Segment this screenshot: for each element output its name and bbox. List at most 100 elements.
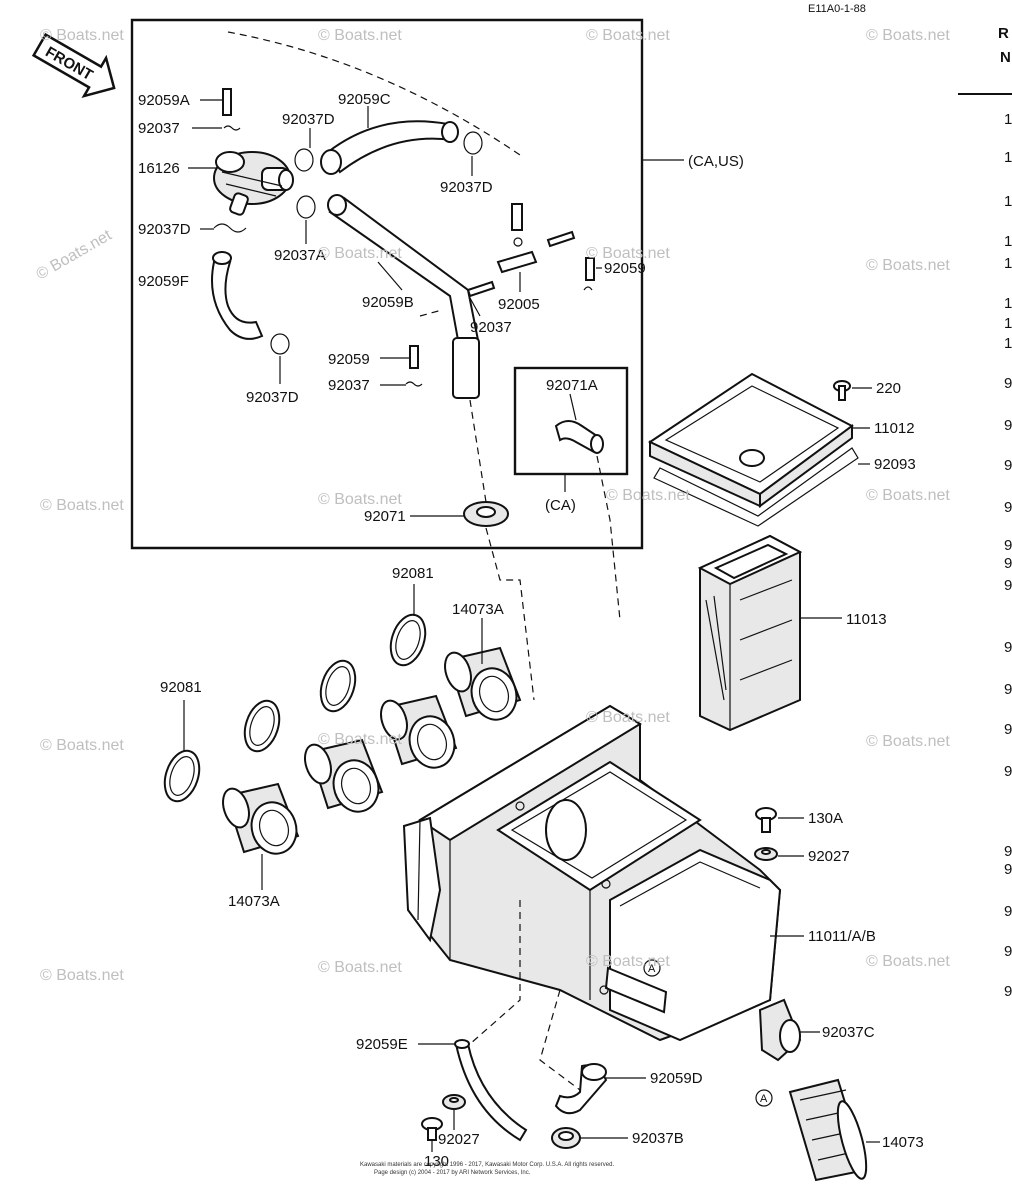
sub-variant-label: (CA) — [545, 497, 576, 514]
right-edge-fragment: 9 — [1004, 843, 1012, 860]
diagram-code: E11A0-1-88 — [808, 3, 866, 15]
washer-92027-right — [754, 847, 778, 861]
right-edge-fragment: 1 — [1004, 255, 1012, 272]
hose-92059C — [326, 120, 454, 174]
watermark-4: © Boats.net — [866, 27, 950, 44]
callout-92037-inner: 92037 — [470, 319, 512, 336]
pin-92059-right — [585, 257, 595, 281]
watermark-17: © Boats.net — [40, 967, 124, 984]
ring-92081-2 — [319, 659, 357, 713]
right-edge-fragment: 9 — [1004, 721, 1012, 738]
callout-130A: 130A — [808, 810, 843, 827]
callout-92071A: 92071A — [546, 377, 598, 394]
joint-92005 — [466, 203, 576, 298]
callout-14073A-bottom: 14073A — [228, 893, 280, 910]
pipe-92059B — [328, 196, 480, 341]
right-edge-fragment: 9 — [1004, 943, 1012, 960]
callout-92037D-right: 92037D — [440, 179, 493, 196]
ring-92081-left — [163, 749, 201, 803]
callout-92037-mid: 92037 — [328, 377, 370, 394]
watermark-18: © Boats.net — [318, 959, 402, 976]
callout-130: 130 — [424, 1153, 449, 1170]
routing-dashed-b — [485, 527, 535, 701]
callout-92059A: 92059A — [138, 92, 190, 109]
marker-a-housing — [643, 959, 661, 977]
callout-92071: 92071 — [364, 508, 406, 525]
right-edge-fragment: 9 — [1004, 499, 1012, 516]
bolt-220 — [833, 380, 851, 401]
footer-copyright: Kawasaki materials are copyright 1996 - … — [360, 1162, 614, 1168]
right-edge-fragment: 1 — [1004, 111, 1012, 128]
callout-92037-top: 92037 — [138, 120, 180, 137]
air-switching-valve — [213, 151, 294, 216]
watermarks: © Boats.net © Boats.net © Boats.net © Bo… — [34, 27, 951, 984]
callout-92059B: 92059B — [362, 294, 414, 311]
callout-92059F: 92059F — [138, 273, 189, 290]
ring-92081-3 — [243, 699, 281, 753]
footer-page-design: Page design (c) 2004 - 2017 by ARI Netwo… — [374, 1170, 531, 1176]
callout-92081-top: 92081 — [392, 565, 434, 582]
pin-92059A — [222, 88, 232, 116]
right-edge-fragment: 9 — [1004, 639, 1012, 656]
inset-box-ca-us — [130, 18, 644, 550]
callout-92059-mid: 92059 — [328, 351, 370, 368]
right-edge-fragment: 1 — [1004, 315, 1012, 332]
watermark-1: © Boats.net — [40, 27, 124, 44]
callout-11013: 11013 — [846, 611, 887, 628]
clip-92059-right — [583, 286, 593, 291]
watermark-20: © Boats.net — [866, 953, 950, 970]
right-edge-fragment: 9 — [1004, 417, 1012, 434]
right-edge-fragment: 1 — [1004, 335, 1012, 352]
callout-92059D: 92059D — [650, 1070, 703, 1087]
callout-14073A-top: 14073A — [452, 601, 504, 618]
watermark-2: © Boats.net — [318, 27, 402, 44]
watermark-16: © Boats.net — [866, 733, 950, 750]
callout-92027-bottom: 92027 — [438, 1131, 480, 1148]
edge-letter-r: R — [998, 25, 1009, 42]
gasket-92093 — [653, 447, 859, 527]
clamp-92037B — [551, 1127, 581, 1149]
callout-92059C: 92059C — [338, 91, 391, 108]
right-edge-fragment: 1 — [1004, 233, 1012, 250]
duct-14073A-3 — [304, 738, 384, 813]
pin-92059-mid — [409, 345, 419, 369]
watermark-9: © Boats.net — [40, 497, 124, 514]
watermark-10: © Boats.net — [318, 491, 402, 508]
routing-dashed-e — [469, 900, 521, 1045]
routing-dashed-a — [469, 399, 487, 503]
watermark-13: © Boats.net — [40, 737, 124, 754]
routing-dashed-top — [227, 31, 521, 156]
clip-92037A — [296, 195, 316, 219]
clip-92037D-left — [213, 223, 247, 233]
inset-variant-label: (CA,US) — [688, 153, 744, 170]
callout-92037C: 92037C — [822, 1024, 875, 1041]
callout-220: 220 — [876, 380, 901, 397]
marker-a-duct — [755, 1089, 773, 1107]
hose-92059E — [454, 1043, 528, 1142]
washer-92027-bottom — [442, 1094, 466, 1110]
leader-lines — [183, 99, 880, 1152]
sub-box-ca — [513, 366, 629, 476]
callout-92037D-bottom: 92037D — [246, 389, 299, 406]
ring-92081-top — [389, 613, 427, 667]
right-edge-fragment: 9 — [1004, 555, 1012, 572]
clip-92037D-mid — [294, 148, 314, 172]
hose-92059F — [211, 261, 264, 340]
cleaner-cover-11012 — [647, 372, 854, 508]
right-edge-fragment: 9 — [1004, 681, 1012, 698]
callout-92005: 92005 — [498, 296, 540, 313]
callout-11012: 11012 — [874, 420, 915, 437]
routing-dashed-c — [596, 455, 621, 621]
right-edge-fragment: 9 — [1004, 457, 1012, 474]
duct-14073A-top — [444, 646, 522, 721]
clip-92037-top — [223, 125, 241, 131]
watermark-8: © Boats.net — [866, 257, 950, 274]
right-edge-fragment: 1 — [1004, 193, 1012, 210]
bolt-130A — [755, 807, 777, 833]
watermark-14: © Boats.net — [318, 731, 402, 748]
right-edge-fragment: 1 — [1004, 149, 1012, 166]
marker-a-duct-label: A — [760, 1093, 768, 1105]
callout-92059-right: 92059 — [604, 260, 646, 277]
callout-92081-left: 92081 — [160, 679, 202, 696]
